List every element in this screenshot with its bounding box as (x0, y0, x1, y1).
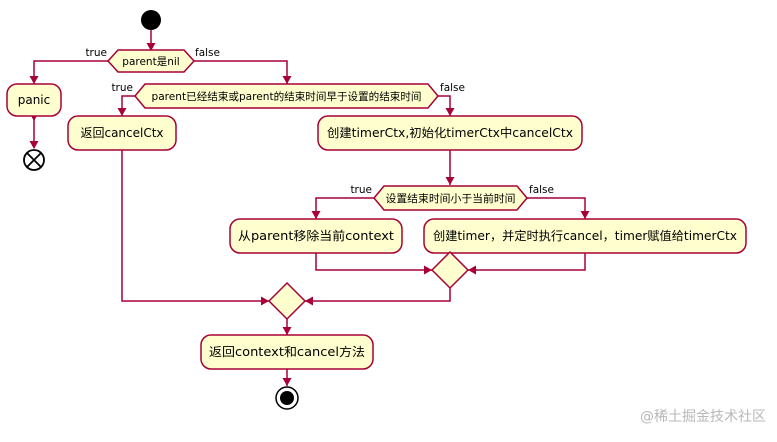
arrowhead (282, 327, 292, 335)
decision-parent-finished: parent已经结束或parent的结束时间早于设置的结束时间 (134, 83, 439, 109)
decision-deadline-passed: 设置结束时间小于当前时间 (373, 185, 528, 211)
edge-condition-3-true (315, 197, 374, 219)
arrowhead (117, 108, 127, 116)
edge-parent-nil-false (194, 60, 288, 84)
decision-parent-finished-label: parent已经结束或parent的结束时间早于设置的结束时间 (152, 90, 422, 103)
arrowhead (311, 211, 321, 219)
arrowhead (305, 296, 313, 306)
edge-return-cancelctx-to-merge (121, 150, 269, 302)
action-return-context: 返回context和cancel方法 (200, 334, 374, 370)
start-node (141, 10, 161, 30)
branch-label-false: false (440, 82, 465, 94)
arrowhead (282, 76, 292, 84)
decision-parent-nil: parent是nil (106, 49, 196, 73)
action-return-cancel-ctx: 返回cancelCtx (67, 115, 177, 151)
decision-parent-nil-label: parent是nil (122, 56, 179, 68)
arrowhead (580, 211, 590, 219)
edge-merge-to-merge (305, 288, 451, 302)
decision-deadline-passed-label: 设置结束时间小于当前时间 (386, 192, 516, 205)
watermark: @稀土掘金技术社区 (640, 409, 766, 425)
action-remove-from-parent: 从parent移除当前context (229, 218, 403, 254)
stop-node (275, 386, 299, 410)
edge-parent-nil-true (33, 60, 108, 84)
arrowhead (424, 265, 432, 275)
end-cross-icon (23, 149, 45, 171)
edge-remove-to-merge (315, 253, 432, 271)
arrowhead (261, 296, 269, 306)
action-return-context-label: 返回context和cancel方法 (209, 344, 365, 359)
branch-label-true: true (85, 47, 107, 59)
action-panic: panic (6, 83, 62, 117)
action-panic-label: panic (18, 93, 51, 107)
action-return-cancel-ctx-label: 返回cancelCtx (80, 126, 163, 140)
merge-node-outer (267, 281, 307, 321)
branch-label-true: true (111, 82, 133, 94)
arrowhead (282, 378, 292, 386)
edge-condition-3-false (527, 197, 586, 219)
branch-label-true: true (350, 184, 372, 196)
action-create-timer: 创建timer，并定时执行cancel，timer赋值给timerCtx (423, 218, 747, 254)
arrowhead (146, 43, 156, 51)
action-create-timer-ctx: 创建timerCtx,初始化timerCtx中cancelCtx (317, 115, 583, 151)
arrowhead (29, 141, 39, 149)
action-create-timer-label: 创建timer，并定时执行cancel，timer赋值给timerCtx (433, 228, 737, 243)
edge-condition-2-false (438, 95, 451, 116)
branch-label-false: false (529, 184, 554, 196)
edge-condition-2-true (121, 95, 135, 116)
edge-timer-to-merge (468, 253, 586, 271)
action-create-timer-ctx-label: 创建timerCtx,初始化timerCtx中cancelCtx (327, 125, 573, 140)
arrowhead (445, 177, 455, 185)
arrowhead (445, 108, 455, 116)
arrowhead (29, 76, 39, 84)
action-remove-from-parent-label: 从parent移除当前context (238, 228, 394, 243)
branch-label-false: false (195, 47, 220, 59)
merge-node-inner (430, 250, 470, 290)
arrowhead (468, 265, 476, 275)
